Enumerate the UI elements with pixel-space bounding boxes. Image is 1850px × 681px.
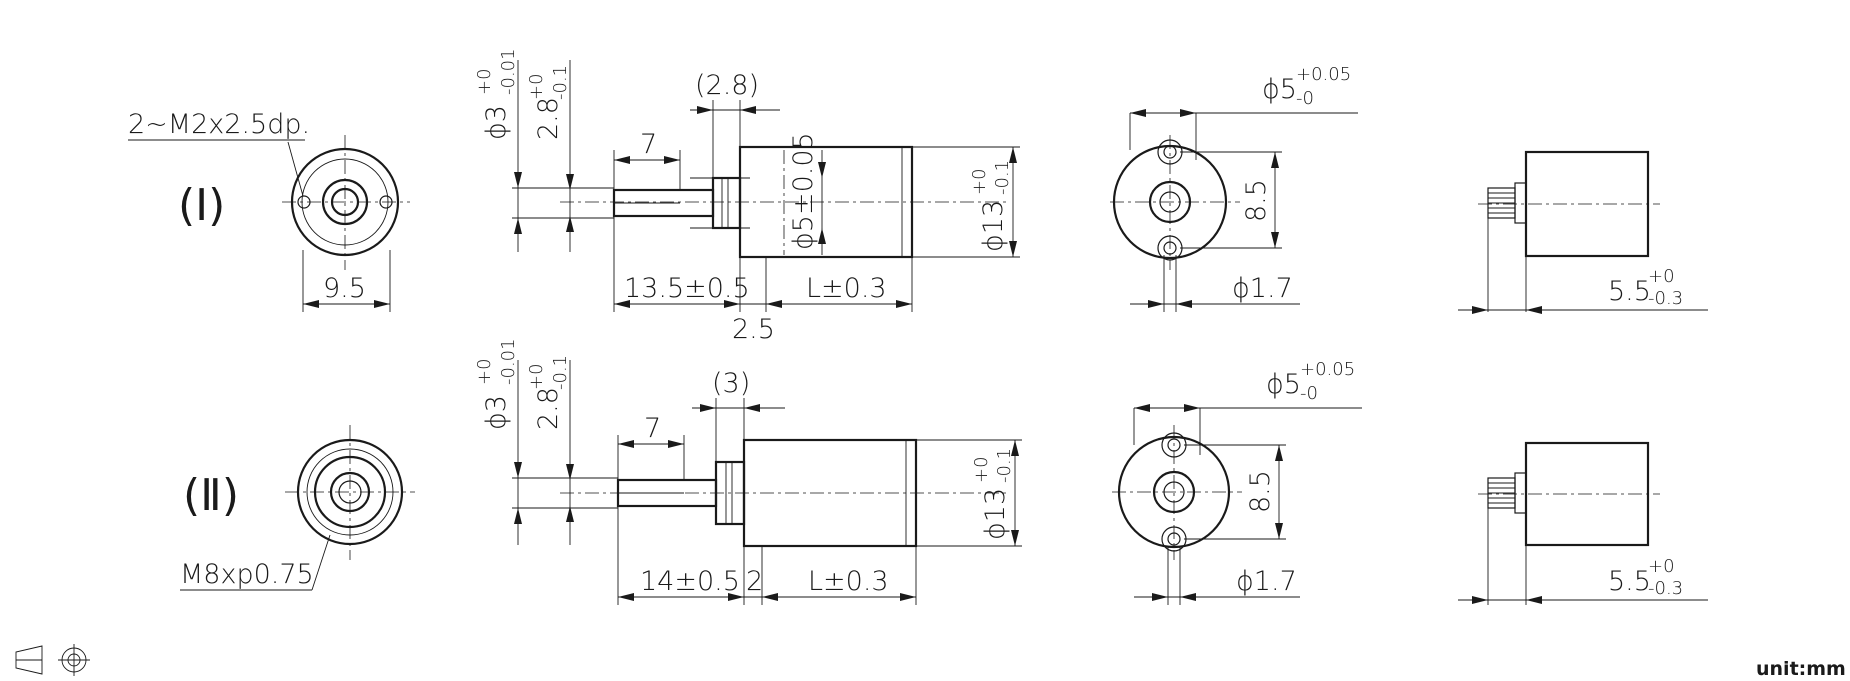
row1-terminal-tol-up: +0 xyxy=(1648,266,1675,287)
row1-end-view: ϕ5 +0.05 -0 8.5 ϕ1.7 xyxy=(1110,64,1358,312)
row1-side-view: ϕ3 +0 -0.01 2.8 +0 -0.1 (2.8) 7 ϕ5±0.05 … xyxy=(474,48,1020,345)
row1-shaft-dia-tol-low: -0.01 xyxy=(498,48,519,95)
row1-end-dia-tol-low: -0 xyxy=(1296,88,1314,109)
row2-flat-length: 7 xyxy=(644,413,661,444)
row2-end-dia-tol-low: -0 xyxy=(1300,383,1318,404)
row1-rear-view: 5.5 +0 -0.3 xyxy=(1458,150,1708,314)
row2-end-dia: ϕ5 xyxy=(1266,369,1301,400)
row2-shaft-dia: ϕ3 xyxy=(481,395,512,430)
row1-flat-tol-up: +0 xyxy=(526,73,547,100)
row2-body-length: L±0.3 xyxy=(808,566,889,597)
row1-thread-callout: 2~M2x2.5dp. xyxy=(128,109,310,140)
row1-body-dia-tol-up: +0 xyxy=(969,168,990,195)
row1-pcd-dim: 8.5 xyxy=(1241,179,1272,222)
row2-shaft-dia-tol-low: -0.01 xyxy=(498,338,519,385)
row1-width-dim: 9.5 xyxy=(323,273,366,304)
row2-terminal-tol-low: -0.3 xyxy=(1648,578,1683,599)
row2-variant-label: (Ⅱ) xyxy=(183,470,239,521)
row1-front-view: (Ⅰ) 2~M2x2.5dp. 9.5 xyxy=(128,109,410,312)
row1-flat-tol-low: -0.1 xyxy=(550,65,571,100)
row2-terminal-dim: 5.5 xyxy=(1608,566,1651,597)
row2-shaft-dia-tol-up: +0 xyxy=(474,358,495,385)
row2-flat-dim: 2.8 xyxy=(533,387,564,430)
row2-body-dia: ϕ13 xyxy=(980,488,1011,540)
row2-flat-tol-low: -0.1 xyxy=(550,355,571,390)
row2-body-dia-tol-low: -0.1 xyxy=(994,448,1015,483)
row2-body-dia-tol-up: +0 xyxy=(971,456,992,483)
third-angle-projection-icon xyxy=(15,644,90,676)
row2-rear-view: 5.5 +0 -0.3 xyxy=(1458,441,1708,605)
row1-flat-dim: 2.8 xyxy=(533,97,564,140)
row2-thread-callout: M8xp0.75 xyxy=(180,559,314,590)
row1-boss-dia: ϕ5±0.05 xyxy=(788,132,819,250)
row1-end-dia-tol-up: +0.05 xyxy=(1296,64,1351,85)
row1-boss-length: (2.8) xyxy=(695,70,759,101)
row1-terminal-dim: 5.5 xyxy=(1608,276,1651,307)
row1-shaft-dia: ϕ3 xyxy=(481,105,512,140)
row1-variant-label: (Ⅰ) xyxy=(178,180,225,231)
row2-gap-dim: 2 xyxy=(746,566,763,597)
row2-front-view: (Ⅱ) M8xp0.75 xyxy=(180,425,415,591)
row2-end-view: ϕ5 +0.05 -0 8.5 ϕ1.7 xyxy=(1112,359,1362,605)
row1-flat-length: 7 xyxy=(640,129,657,160)
row2-flat-tol-up: +0 xyxy=(526,363,547,390)
row1-hole-dia: ϕ1.7 xyxy=(1232,273,1293,304)
row1-terminal-tol-low: -0.3 xyxy=(1648,288,1683,309)
unit-label: unit:mm xyxy=(1756,658,1846,680)
row2-terminal-tol-up: +0 xyxy=(1648,556,1675,577)
row2-shaft-length: 14±0.5 xyxy=(640,566,740,597)
row2-hole-dia: ϕ1.7 xyxy=(1236,566,1297,597)
row1-end-dia: ϕ5 xyxy=(1262,74,1297,105)
row2-pcd-dim: 8.5 xyxy=(1245,470,1276,513)
row2-boss-length: (3) xyxy=(712,368,750,399)
row1-shaft-dia-tol-up: +0 xyxy=(474,68,495,95)
row1-gap-dim: 2.5 xyxy=(732,314,775,345)
row1-shaft-length: 13.5±0.5 xyxy=(624,273,750,304)
row2-end-dia-tol-up: +0.05 xyxy=(1300,359,1355,380)
row1-body-dia: ϕ13 xyxy=(978,200,1009,252)
row2-side-view: ϕ3 +0 -0.01 2.8 +0 -0.1 (3) 7 ϕ13 +0 -0.… xyxy=(474,338,1022,605)
row1-body-length: L±0.3 xyxy=(806,273,887,304)
row1-body-dia-tol-low: -0.1 xyxy=(992,160,1013,195)
